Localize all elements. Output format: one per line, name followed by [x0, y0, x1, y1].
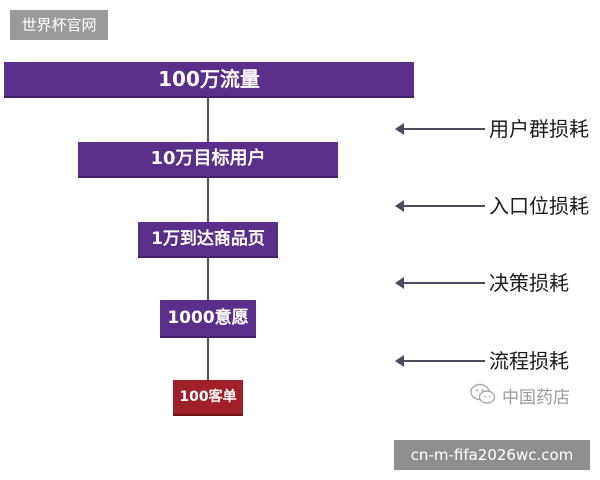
funnel-stage-target-users: 10万目标用户 [78, 142, 338, 178]
arrow-line [399, 205, 485, 207]
arrow-line [399, 282, 485, 284]
loss-label: 决策损耗 [489, 271, 569, 295]
funnel-stage-orders: 100客单 [173, 380, 243, 416]
arrow-line [399, 128, 485, 130]
site-label: 世界杯官网 [10, 10, 108, 40]
loss-annotation-entry: 入口位损耗 [395, 193, 595, 219]
funnel-stage-traffic: 100万流量 [4, 62, 414, 98]
url-label: cn-m-fifa2026wc.com [394, 440, 590, 470]
wechat-icon [470, 383, 496, 413]
funnel-connector [207, 176, 209, 222]
loss-annotation-process: 流程损耗 [395, 348, 595, 374]
loss-label: 流程损耗 [489, 349, 569, 373]
loss-label: 入口位损耗 [489, 194, 589, 218]
funnel-connector [207, 256, 209, 300]
watermark: 中国药店 [470, 383, 570, 409]
loss-annotation-user-group: 用户群损耗 [395, 116, 595, 142]
funnel-stage-product-page: 1万到达商品页 [138, 222, 278, 258]
funnel-connector [207, 336, 209, 380]
funnel-stage-intent: 1000意愿 [160, 300, 256, 338]
loss-label: 用户群损耗 [489, 117, 589, 141]
funnel-connector [207, 96, 209, 142]
watermark-text: 中国药店 [502, 388, 570, 408]
arrow-line [399, 360, 485, 362]
loss-annotation-decision: 决策损耗 [395, 270, 595, 296]
